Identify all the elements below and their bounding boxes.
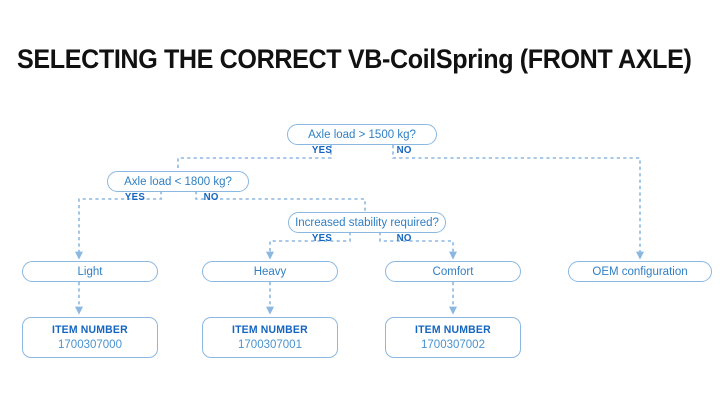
item-number-title: ITEM NUMBER bbox=[232, 324, 308, 336]
decision-axle-load-1800[interactable]: Axle load < 1800 kg? bbox=[107, 171, 249, 192]
edge-d2-no bbox=[195, 191, 366, 211]
branch-label-d2-yes: YES bbox=[124, 191, 146, 203]
branch-label-d2-no: NO bbox=[203, 191, 219, 203]
result-label: Comfort bbox=[432, 265, 474, 278]
item-number-card-heavy[interactable]: ITEM NUMBER 1700307001 bbox=[202, 317, 338, 358]
result-comfort[interactable]: Comfort bbox=[385, 261, 521, 282]
decision-axle-load-1500[interactable]: Axle load > 1500 kg? bbox=[287, 124, 437, 145]
item-number-value: 1700307002 bbox=[421, 339, 485, 351]
decision-increased-stability[interactable]: Increased stability required? bbox=[288, 212, 446, 233]
decision-label: Axle load > 1500 kg? bbox=[308, 128, 416, 141]
item-number-card-comfort[interactable]: ITEM NUMBER 1700307002 bbox=[385, 317, 521, 358]
result-label: Heavy bbox=[253, 265, 287, 278]
branch-label-d3-yes: YES bbox=[311, 232, 333, 244]
branch-label-d1-no: NO bbox=[396, 144, 412, 156]
edge-d1-yes bbox=[177, 145, 332, 170]
branch-label-d1-yes: YES bbox=[311, 144, 333, 156]
item-number-title: ITEM NUMBER bbox=[52, 324, 128, 336]
result-heavy[interactable]: Heavy bbox=[202, 261, 338, 282]
result-label: OEM configuration bbox=[592, 265, 688, 278]
result-oem-configuration[interactable]: OEM configuration bbox=[568, 261, 712, 282]
result-label: Light bbox=[77, 265, 103, 278]
page-title: SELECTING THE CORRECT VB-CoilSpring (FRO… bbox=[17, 44, 692, 74]
item-number-title: ITEM NUMBER bbox=[415, 324, 491, 336]
edge-d3-no bbox=[379, 232, 457, 260]
edge-d3-yes bbox=[266, 232, 351, 260]
edge-d1-no bbox=[392, 145, 644, 260]
result-light[interactable]: Light bbox=[22, 261, 158, 282]
item-number-card-light[interactable]: ITEM NUMBER 1700307000 bbox=[22, 317, 158, 358]
item-number-value: 1700307001 bbox=[238, 339, 302, 351]
item-number-value: 1700307000 bbox=[58, 339, 122, 351]
decision-label: Increased stability required? bbox=[295, 216, 439, 229]
decision-label: Axle load < 1800 kg? bbox=[124, 175, 232, 188]
edge-d2-yes bbox=[75, 191, 162, 260]
branch-label-d3-no: NO bbox=[396, 232, 412, 244]
